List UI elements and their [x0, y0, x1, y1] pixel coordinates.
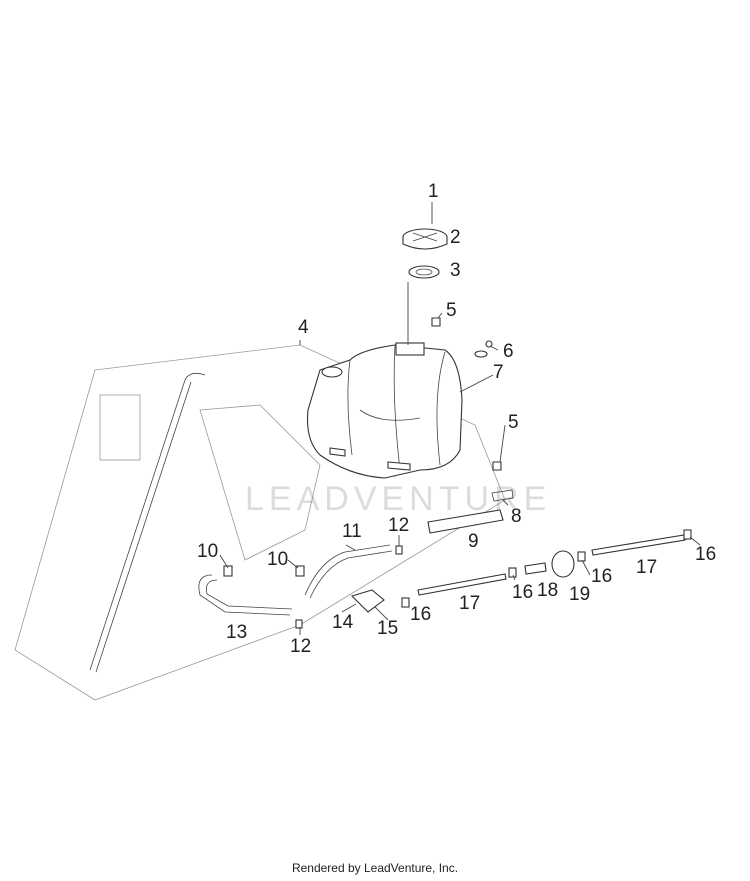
fuel-cap [402, 228, 448, 250]
skid-plate [14, 344, 506, 701]
leader-lines [219, 202, 701, 635]
callout-11: 11 [342, 521, 362, 542]
callout-5a: 5 [446, 300, 457, 321]
footer-credit: Rendered by LeadVenture, Inc. [291, 861, 459, 875]
callouts: 1 2 3 4 5 6 7 5 8 9 10 10 11 12 12 13 14… [197, 181, 716, 657]
callout-16b: 16 [512, 582, 533, 603]
callout-1: 1 [428, 181, 439, 202]
callout-5b: 5 [508, 412, 519, 433]
callout-7: 7 [493, 362, 504, 383]
callout-18: 18 [537, 580, 558, 601]
callout-3: 3 [450, 260, 461, 281]
callout-10b: 10 [267, 549, 288, 570]
fuel-hoses [198, 529, 692, 629]
callout-12a: 12 [388, 515, 409, 536]
callout-16a: 16 [410, 604, 431, 625]
callout-12b: 12 [290, 636, 311, 657]
callout-4: 4 [298, 317, 309, 338]
tank-pad [427, 509, 504, 534]
callout-15: 15 [377, 618, 398, 639]
callout-16d: 16 [695, 544, 716, 565]
callout-10a: 10 [197, 541, 218, 562]
fuel-tank [306, 342, 463, 479]
callout-8: 8 [511, 506, 522, 527]
fasteners [431, 317, 502, 471]
callout-9: 9 [468, 531, 479, 552]
callout-17b: 17 [636, 557, 657, 578]
callout-19: 19 [569, 584, 590, 605]
pad-clip [491, 489, 514, 502]
callout-17a: 17 [459, 593, 480, 614]
fuel-cap-gasket [408, 265, 440, 279]
callout-2: 2 [450, 227, 461, 248]
callout-14: 14 [332, 612, 354, 633]
callout-13: 13 [226, 622, 247, 643]
callout-16c: 16 [591, 566, 612, 587]
callout-6: 6 [503, 341, 514, 362]
